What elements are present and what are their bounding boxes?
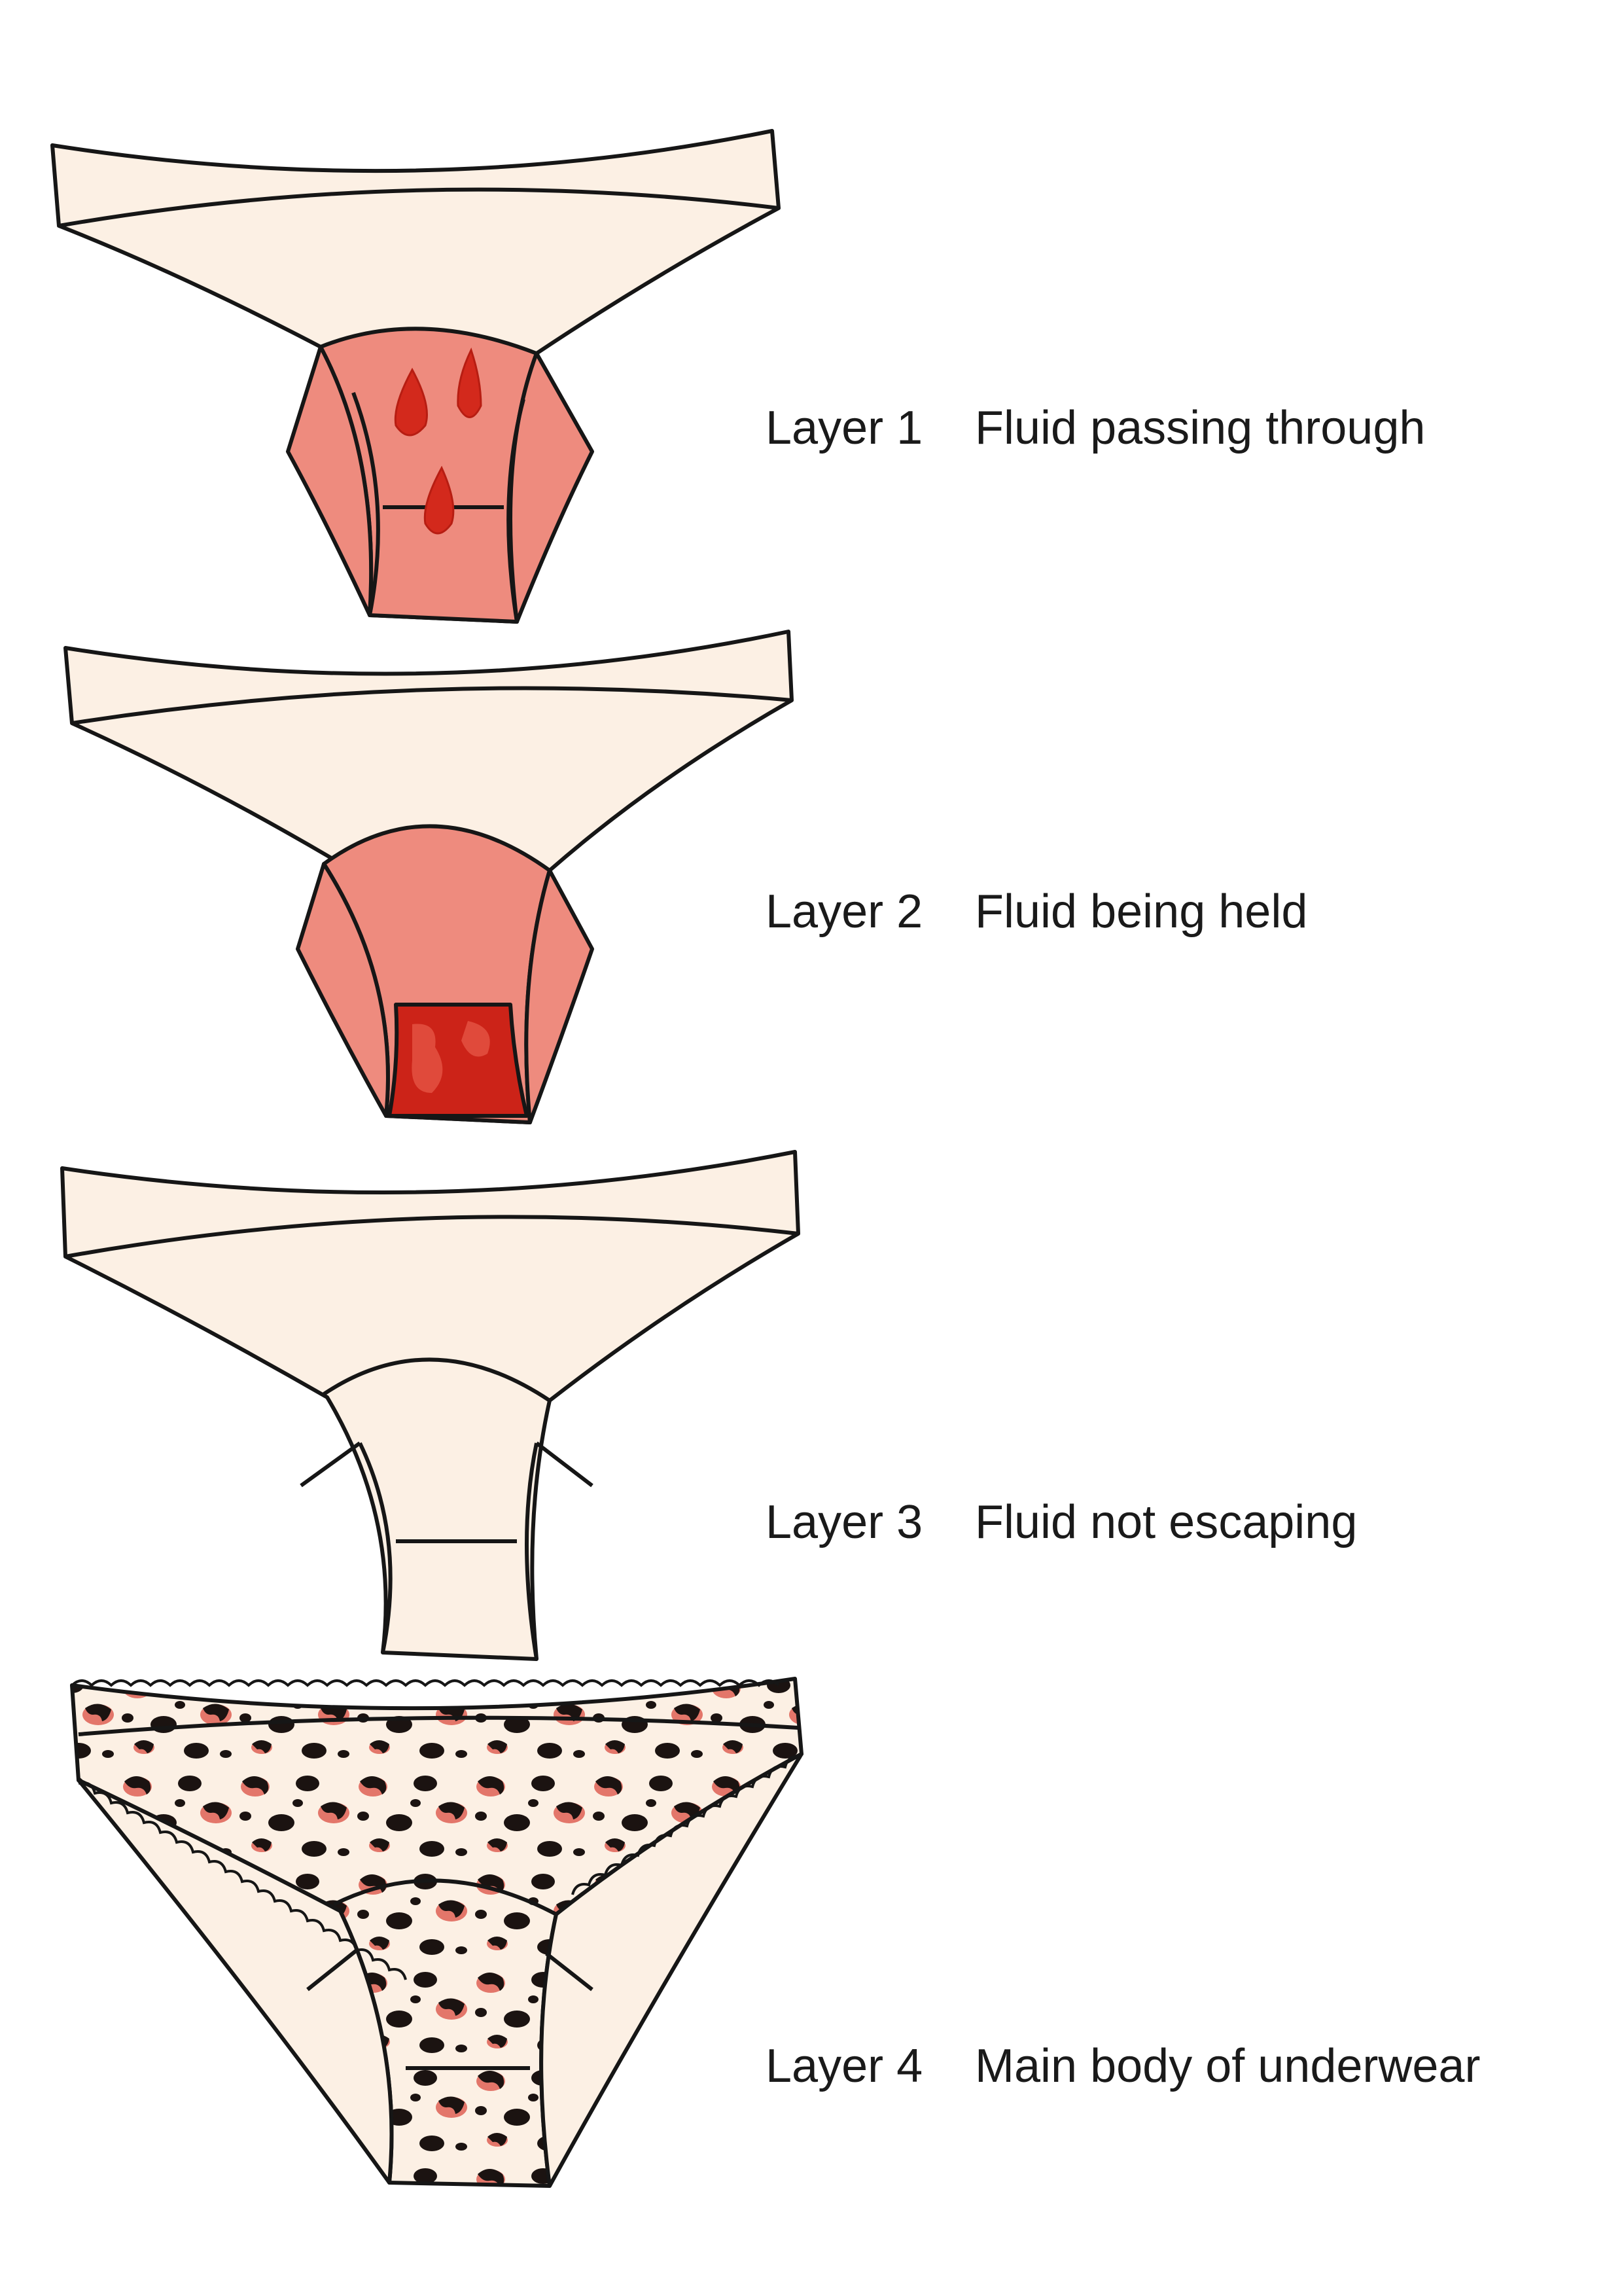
lace-waist — [71, 1679, 780, 1687]
highlight-1 — [412, 1024, 443, 1093]
waistband-seam — [71, 686, 792, 725]
layer-description: Fluid not escaping — [975, 1496, 1358, 1548]
side-panel-right — [508, 351, 594, 624]
lace-leg-right — [571, 1755, 802, 1895]
gusset-inner-left — [358, 1442, 393, 1653]
drop-3 — [423, 465, 455, 535]
briefs-leopard-main-body-icon — [70, 1677, 803, 2188]
drop-2 — [457, 348, 482, 418]
drop-1 — [394, 367, 428, 437]
gusset-seam — [332, 1878, 557, 1916]
layer-number: Layer 3 — [766, 1496, 923, 1548]
gusset-inner-right — [506, 399, 525, 622]
held-fluid-patch — [387, 1003, 529, 1118]
side-panel-left — [286, 345, 374, 617]
layer-4-label: Layer 4 Main body of underwear — [766, 2040, 1480, 2092]
waistband-seam — [58, 187, 779, 228]
layer-number: Layer 4 — [766, 2040, 923, 2092]
layer-description: Fluid passing through — [975, 402, 1426, 454]
lace-trim — [71, 1679, 802, 1980]
layer-number: Layer 2 — [766, 885, 923, 938]
layer-description: Fluid being held — [975, 885, 1308, 938]
layer-1-label: Layer 1 Fluid passing through — [766, 402, 1425, 454]
highlight-2 — [461, 1021, 490, 1057]
side-panel-right — [524, 868, 594, 1124]
layer-3-label: Layer 3 Fluid not escaping — [766, 1496, 1357, 1548]
layer-number: Layer 1 — [766, 402, 923, 454]
layer-description: Main body of underwear — [975, 2040, 1481, 2092]
held-fluid-highlights — [412, 1021, 490, 1093]
layer-2-label: Layer 2 Fluid being held — [766, 885, 1307, 938]
side-line-left — [300, 1441, 361, 1488]
gusset-inner-right — [525, 1442, 538, 1660]
gusset-inner-left — [351, 391, 380, 616]
side-line-right — [545, 1952, 593, 1992]
side-panel-left — [296, 862, 390, 1118]
side-line-right — [535, 1441, 593, 1488]
briefs-fluid-not-escaping-icon — [60, 1150, 800, 1661]
side-line-left — [306, 1948, 358, 1992]
waistband-seam — [78, 1715, 799, 1736]
lace-leg-left — [78, 1781, 407, 1980]
fluid-drops — [394, 348, 482, 535]
briefs-body — [60, 1150, 800, 1661]
leg-panel-left — [77, 1778, 394, 2185]
waistband-seam — [65, 1215, 799, 1259]
gusset-seam — [323, 1357, 551, 1403]
